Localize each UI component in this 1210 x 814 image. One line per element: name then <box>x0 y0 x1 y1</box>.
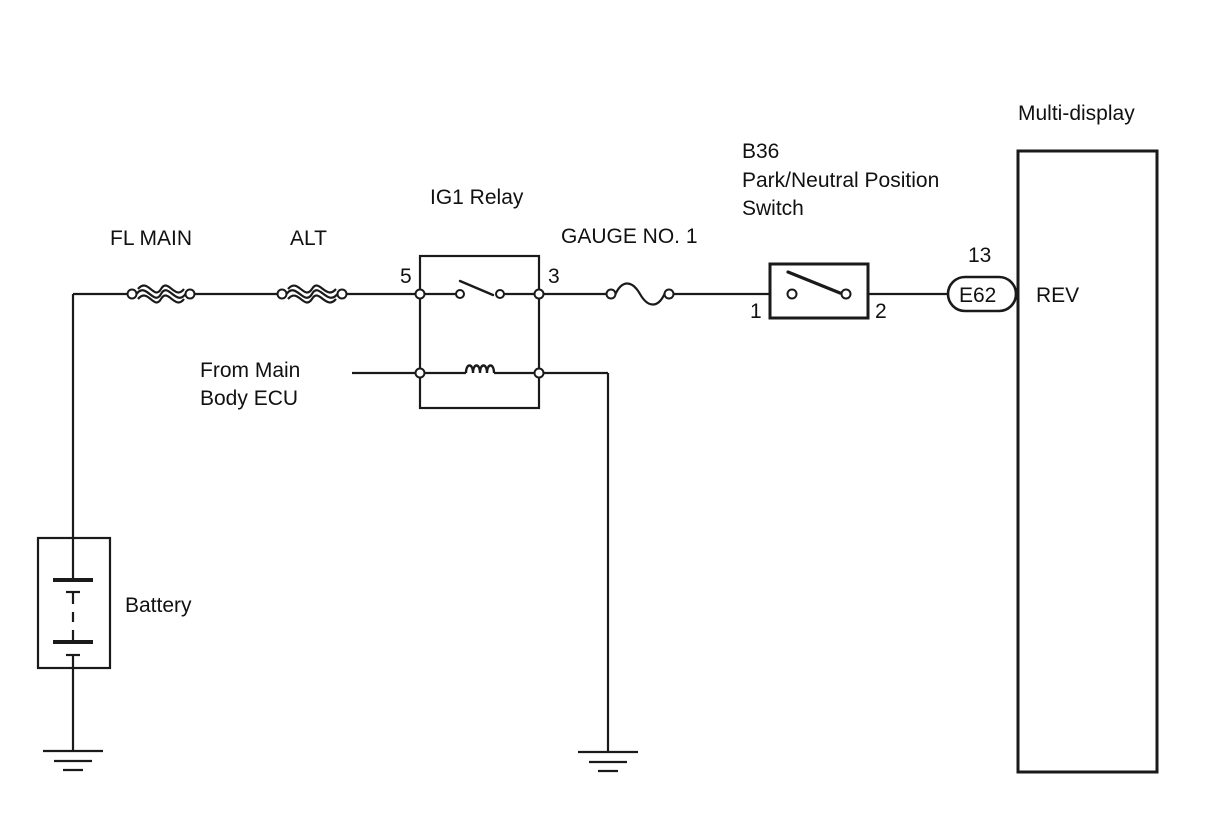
connector-e62-icon <box>946 275 1018 313</box>
multi-display-box <box>1016 149 1159 774</box>
from-main-line2: Body ECU <box>200 387 298 410</box>
connector-label: E62 <box>959 284 996 307</box>
fl-main-fuse-icon <box>126 284 196 304</box>
gauge-no1-label: GAUGE NO. 1 <box>561 225 698 248</box>
ig1-relay-label: IG1 Relay <box>430 186 524 209</box>
switch-name-line1: Park/Neutral Position <box>742 169 939 192</box>
multi-display-label: Multi-display <box>1018 102 1135 125</box>
battery-label: Battery <box>125 594 192 617</box>
from-main-line1: From Main <box>200 359 300 382</box>
battery-icon <box>36 536 112 670</box>
ig1-relay-icon <box>414 254 545 410</box>
relay-pin-5: 5 <box>400 265 412 288</box>
switch-pin-1: 1 <box>750 300 762 323</box>
ground-icon-relay <box>578 750 638 773</box>
gauge-fuse-icon <box>605 282 675 306</box>
park-neutral-switch-icon <box>768 262 870 320</box>
alt-fuse-icon <box>276 284 348 304</box>
relay-pin-3: 3 <box>548 265 560 288</box>
alt-label: ALT <box>290 227 327 250</box>
switch-pin-2: 2 <box>875 300 887 323</box>
rev-terminal-label: REV <box>1036 284 1079 307</box>
ground-icon-battery <box>43 749 103 772</box>
switch-code-label: B36 <box>742 140 779 163</box>
connector-pin-label: 13 <box>968 244 991 267</box>
fl-main-label: FL MAIN <box>110 227 192 250</box>
switch-name-line2: Switch <box>742 197 804 220</box>
wires <box>71 292 948 752</box>
